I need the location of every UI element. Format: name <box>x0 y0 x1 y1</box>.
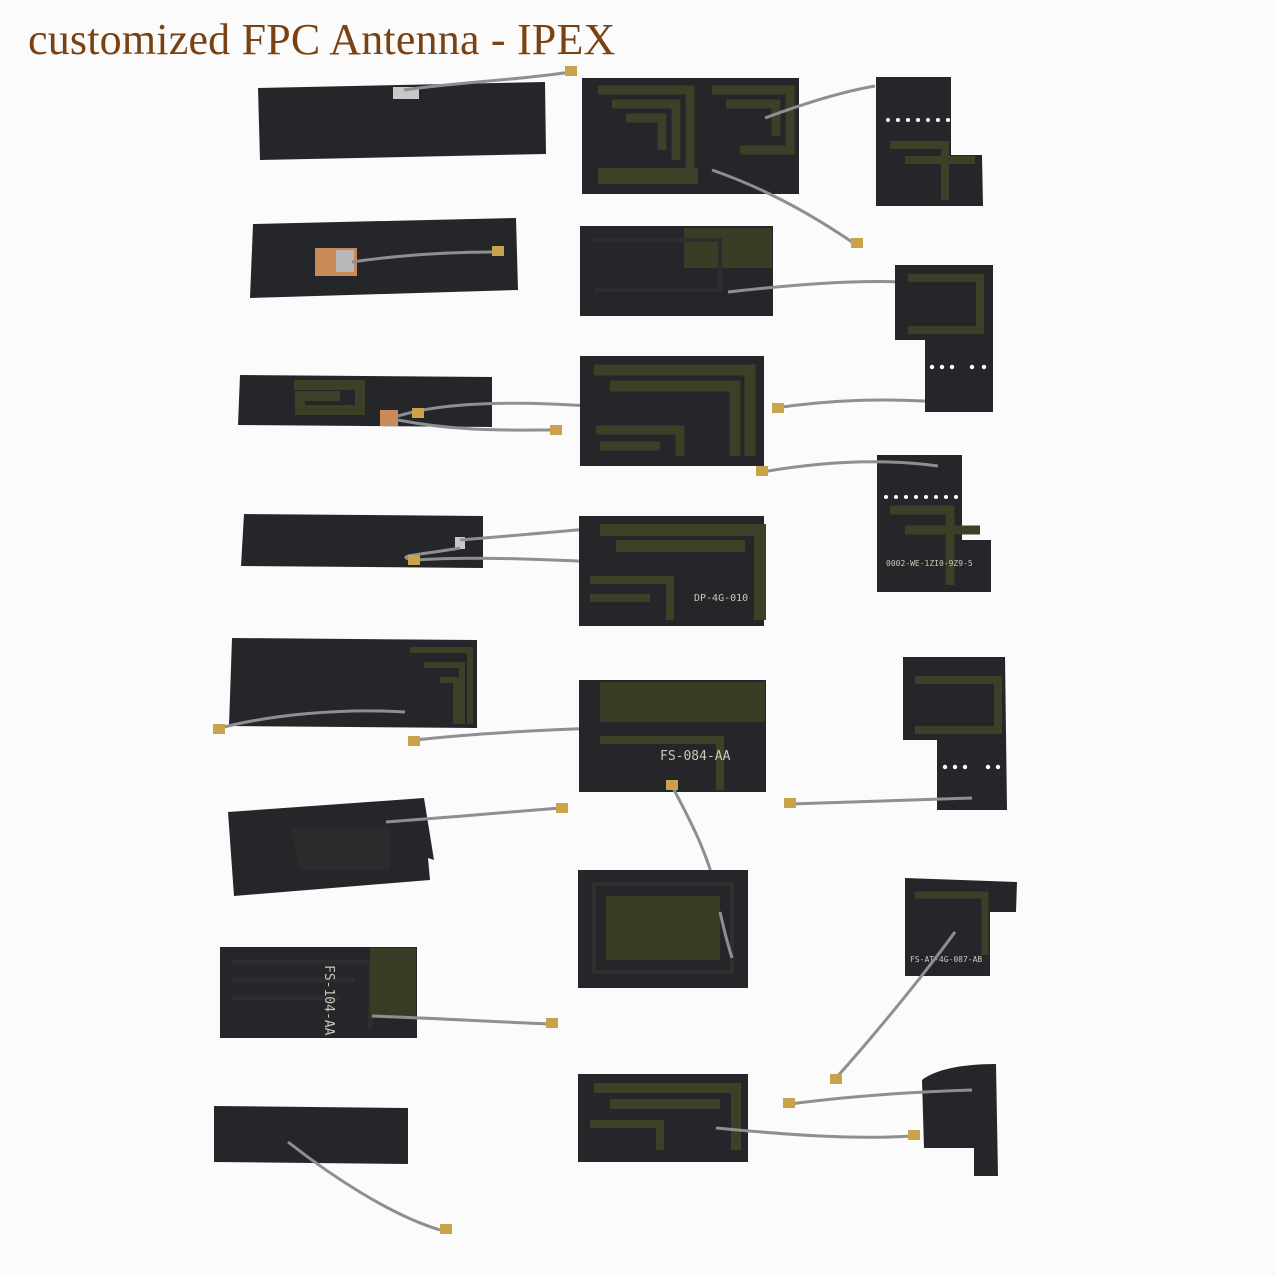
antenna-board-18: 0002-WE-1ZI0-9Z9-5 <box>877 455 991 592</box>
antenna-board-15 <box>578 1074 748 1162</box>
connector-20 <box>830 1074 842 1084</box>
connector-4b <box>408 555 420 565</box>
connector-18 <box>756 466 768 476</box>
cable-5a <box>219 709 406 730</box>
connector-3a <box>412 408 424 418</box>
connector-19 <box>784 798 796 808</box>
antenna-board-5 <box>229 638 477 728</box>
connector-2 <box>492 246 504 256</box>
label-dp4g: DP-4G-010 <box>694 593 748 604</box>
label-fs084: FS-084-AA <box>660 749 731 764</box>
antenna-board-21 <box>922 1064 998 1176</box>
cable-7 <box>371 1014 551 1026</box>
cable-18 <box>761 460 939 474</box>
cable-1 <box>403 70 571 92</box>
antenna-board-11 <box>580 356 764 466</box>
connector-5b <box>408 736 420 746</box>
antenna-board-10 <box>580 226 773 316</box>
connector-8 <box>440 1224 452 1234</box>
connector-1 <box>565 66 577 76</box>
antenna-board-8 <box>214 1106 408 1164</box>
cable-3b <box>397 418 556 432</box>
connector-6 <box>556 803 568 813</box>
label-fs104: FS-104-AA <box>321 965 336 1036</box>
connector-7 <box>546 1018 558 1028</box>
cable-2 <box>351 250 496 264</box>
antenna-board-19 <box>903 657 1007 810</box>
connector-13 <box>666 780 678 790</box>
label-serial: 0002-WE-1ZI0-9Z9-5 <box>886 559 973 568</box>
antenna-board-6 <box>228 798 434 896</box>
label-fs087: FS-AT-4G-087-AB <box>910 955 982 964</box>
antenna-board-12: DP-4G-010 <box>579 516 766 626</box>
connector-21 <box>783 1098 795 1108</box>
cable-9b <box>711 168 856 246</box>
antenna-board-14 <box>578 870 748 988</box>
page-title: customized FPC Antenna - IPEX <box>28 15 616 64</box>
antenna-board-9 <box>582 78 799 194</box>
antenna-board-1 <box>258 82 546 160</box>
antenna-board-7: FS-104-AA <box>220 947 417 1038</box>
cable-11 <box>774 398 941 410</box>
cable-14 <box>718 911 734 959</box>
cable-10 <box>727 280 906 294</box>
antenna-board-17 <box>895 265 993 412</box>
cable-5b <box>414 726 601 742</box>
antenna-board-16 <box>876 77 983 206</box>
cable-21 <box>789 1088 973 1106</box>
connector-15 <box>908 1130 920 1140</box>
cable-9a <box>764 84 876 120</box>
cable-6 <box>385 806 561 824</box>
cable-20 <box>834 931 957 1080</box>
antenna-board-20: FS-AT-4G-087-AB <box>905 878 1017 976</box>
connector-3b <box>550 425 562 435</box>
connector-11 <box>772 403 784 413</box>
antenna-board-13: FS-084-AA <box>579 680 766 792</box>
cable-19 <box>789 796 973 806</box>
antenna-board-3 <box>238 375 492 427</box>
cable-15 <box>715 1126 913 1139</box>
cable-8 <box>287 1140 441 1232</box>
connector-9 <box>851 238 863 248</box>
connector-5a <box>213 724 225 734</box>
